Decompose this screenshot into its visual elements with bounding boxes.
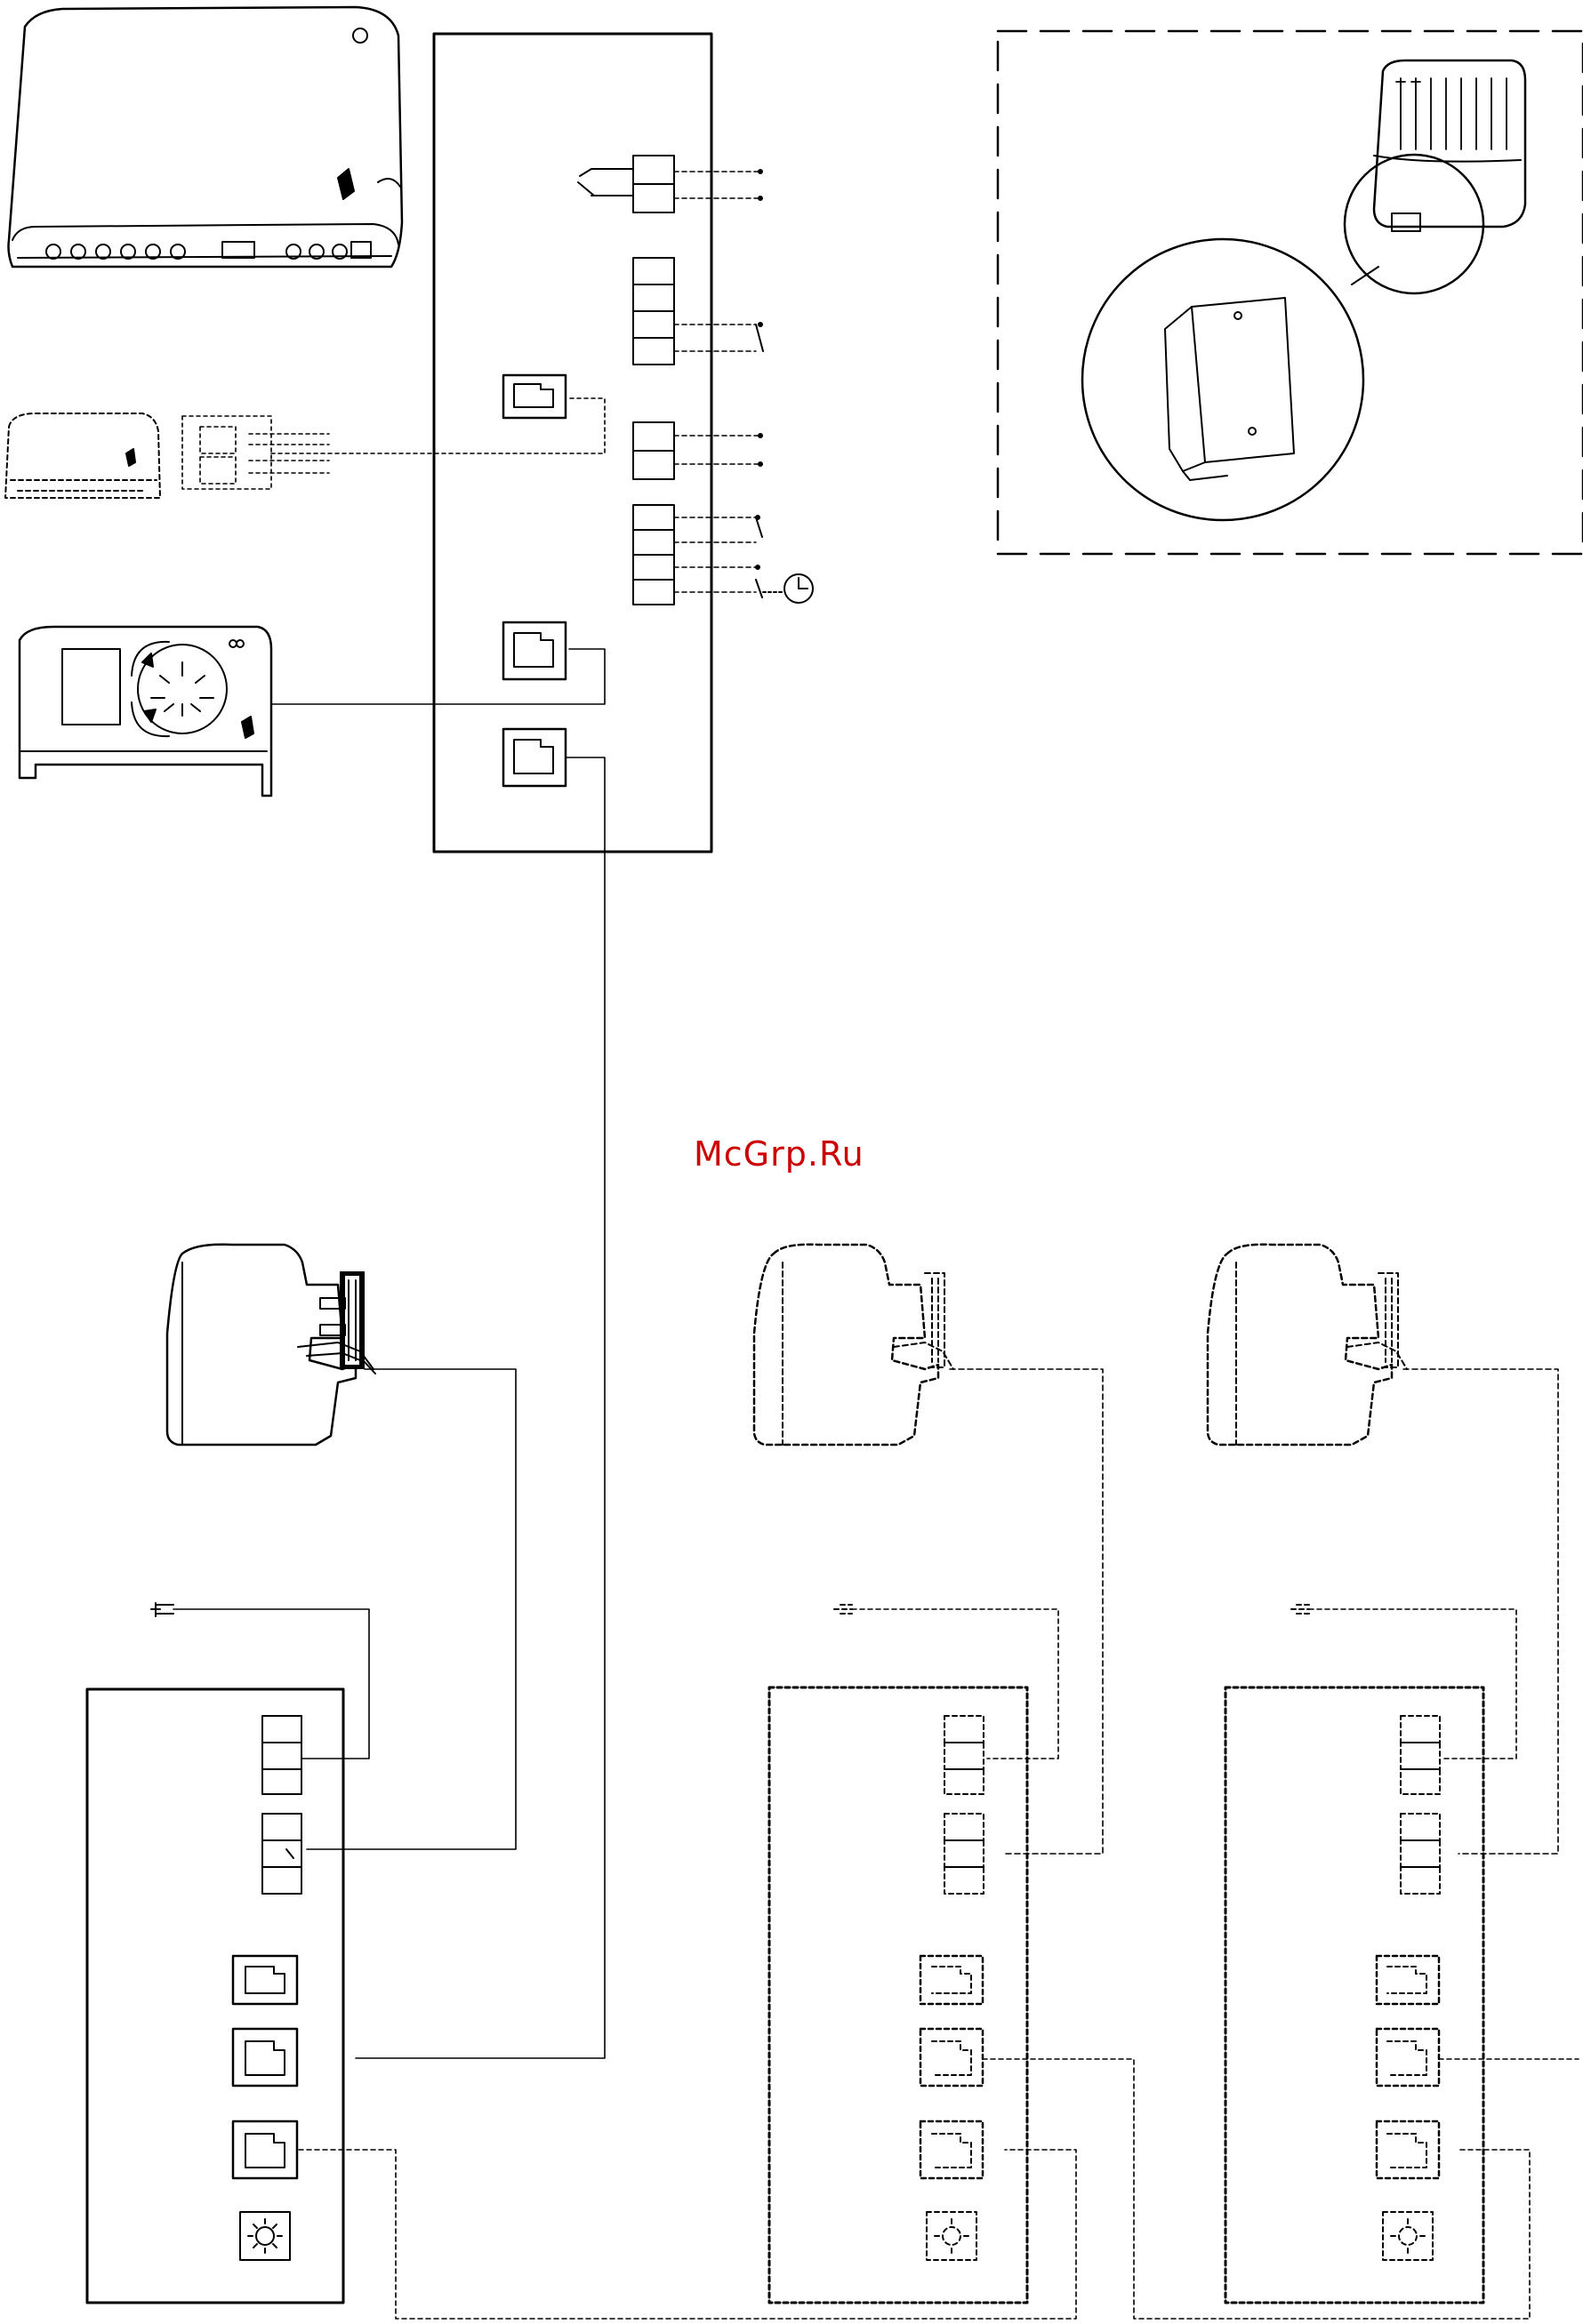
rj-socket-icon — [503, 729, 566, 786]
latch-icon — [126, 449, 135, 466]
room-unit-display — [20, 627, 605, 796]
clock-icon — [784, 574, 813, 603]
rj-socket-icon — [233, 1956, 297, 2004]
rj-socket-icon — [233, 2029, 297, 2086]
actuator-secondary-2 — [1208, 1245, 1558, 1854]
watermark-text: McGrp.Ru — [694, 1134, 864, 1174]
latch-icon — [242, 717, 253, 738]
power-adapter-detail — [998, 31, 1583, 554]
display-screen — [62, 649, 120, 725]
actuator-secondary-1 — [754, 1245, 1103, 1854]
latch-icon — [338, 169, 354, 199]
rj-socket-icon — [233, 2121, 297, 2178]
room-unit-top — [9, 7, 403, 267]
rj-socket-icon — [503, 622, 566, 679]
terminal-dashed-block — [182, 398, 605, 489]
rj-socket-icon — [503, 375, 566, 418]
zone-module-secondary-2 — [1225, 1605, 1579, 2303]
light-sensor-icon — [240, 2212, 290, 2260]
room-unit-middle — [5, 413, 160, 498]
controller-box — [356, 34, 813, 2058]
